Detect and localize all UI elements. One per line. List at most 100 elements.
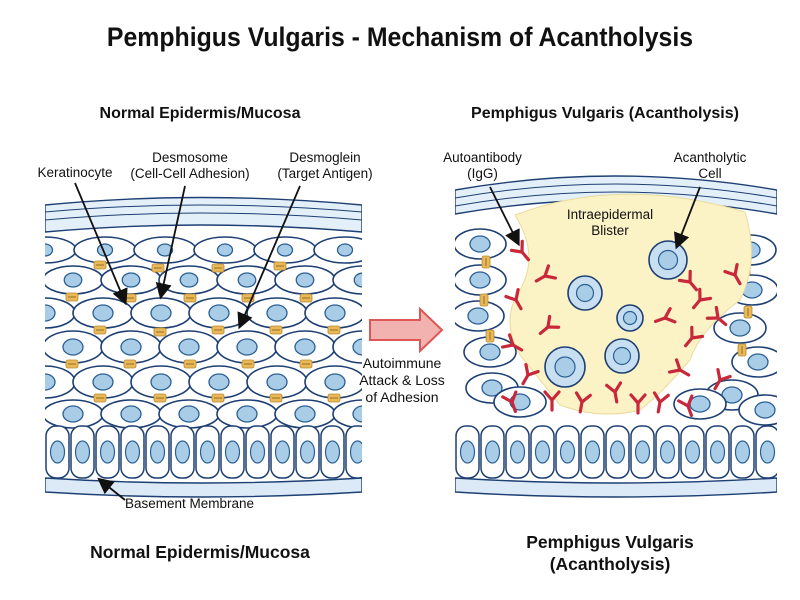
antibody-icon (509, 239, 531, 262)
keratinocyte-cell (45, 330, 104, 364)
basal-cell (45, 425, 70, 479)
basal-cell (655, 425, 680, 479)
desmosome (481, 255, 491, 269)
basal-cell (270, 425, 295, 479)
desmosome (269, 393, 283, 403)
desmosome (299, 359, 313, 369)
right-footer-line1: Pemphigus Vulgaris (526, 532, 694, 552)
keratinocyte-cell (246, 297, 308, 329)
basal-cell (455, 425, 480, 479)
keratinocyte-cell (73, 236, 137, 264)
right-footer-line2: (Acantholysis) (549, 554, 671, 574)
desmosome (183, 359, 197, 369)
desmosome-label-line2: (Cell-Cell Adhesion) (130, 166, 250, 181)
desmosome (327, 393, 341, 403)
antibody-icon (705, 305, 728, 327)
basal-cell (145, 425, 170, 479)
keratinocyte-cell (274, 399, 336, 429)
basal-cell (195, 425, 220, 479)
antibody-icon (629, 393, 647, 415)
basal-cell (220, 425, 245, 479)
desmosome-label-line1: Desmosome (152, 150, 228, 165)
keratinocyte-cell (455, 264, 507, 296)
keratinocyte-cell (133, 236, 197, 264)
acantholytic-cell (544, 346, 586, 388)
desmosome (153, 393, 167, 403)
desmosome (327, 325, 341, 335)
keratinocyte-cell (193, 236, 257, 264)
desmosome (211, 263, 225, 273)
desmosome (273, 261, 287, 271)
keratinocyte-cell (100, 330, 162, 364)
keratinocyte-cell (100, 265, 162, 295)
desmosome (743, 305, 753, 319)
basal-cell (555, 425, 580, 479)
desmosome (299, 293, 313, 303)
keratinocyte-cell (158, 265, 220, 295)
basal-cell (295, 425, 320, 479)
autoantibody-label-line2: (IgG) (467, 166, 498, 181)
desmosome (93, 260, 107, 270)
keratinocyte-cell (332, 265, 362, 295)
keratinocyte-cell (216, 330, 278, 364)
keratinocyte-cell (216, 265, 278, 295)
antibody-icon (605, 381, 623, 404)
antibody-icon (543, 390, 561, 412)
antibody-icon (574, 391, 592, 414)
acantholytic-label-line2: Cell (698, 166, 722, 181)
antibody-icon (534, 264, 558, 283)
antibody-icon (667, 358, 691, 377)
keratinocyte-cell (274, 330, 336, 364)
antibody-icon (500, 333, 524, 352)
basal-cell (580, 425, 605, 479)
acantholytic-label-line1: Acantholytic (673, 150, 747, 165)
antibody-icon (654, 307, 677, 324)
basement-membrane-label: Basement Membrane (125, 496, 255, 511)
antibody-icon (521, 362, 540, 386)
autoantibody-label-line1: Autoantibody (443, 150, 522, 165)
keratinocyte-cell (45, 265, 104, 295)
callout-lines-right (489, 186, 701, 250)
acantholytic-cell (604, 338, 640, 374)
page-title: Pemphigus Vulgaris - Mechanism of Acanth… (106, 22, 694, 52)
basal-cell (120, 425, 145, 479)
basal-cell (345, 425, 362, 479)
keratinocyte-cell (188, 297, 250, 329)
arrow-label: Autoimmune Attack & Loss of Adhesion (350, 355, 454, 406)
desmoglein-label-line1: Desmoglein (289, 150, 361, 165)
desmosome (123, 359, 137, 369)
antibody-icon (683, 325, 705, 348)
desmoglein-label-line2: (Target Antigen) (277, 166, 373, 181)
basal-cell (245, 425, 270, 479)
keratinocyte-cell (158, 330, 220, 364)
keratinocyte-cell (304, 297, 362, 329)
keratinocyte-cell (713, 312, 767, 344)
antibody-icon (504, 287, 523, 311)
keratinocyte-cell (738, 394, 777, 426)
desmosome (65, 292, 79, 302)
keratinocyte-cell (253, 236, 317, 264)
basal-cell (630, 425, 655, 479)
basal-cell (505, 425, 530, 479)
keratinocyte-cell (673, 388, 727, 420)
right-panel-footer: Pemphigus Vulgaris (Acantholysis) (455, 531, 765, 575)
acantholytic-cell-label: Acantholytic Cell (660, 150, 760, 182)
desmosome (737, 343, 747, 357)
antibody-icon (691, 287, 713, 310)
keratinocyte-cell (130, 365, 192, 399)
acantholytic-cell (567, 275, 603, 311)
autoantibody-label: Autoantibody (IgG) (430, 150, 535, 182)
callout-lines-left (74, 182, 301, 501)
basal-cell (705, 425, 730, 479)
antibody-icon (538, 314, 561, 336)
basal-cell (755, 425, 777, 479)
antibody-icon (677, 394, 694, 417)
desmosome (479, 293, 489, 307)
keratinocyte-cell (246, 365, 308, 399)
desmosome (211, 393, 225, 403)
acantholytic-cell (648, 240, 688, 280)
antibody-icon (501, 390, 518, 413)
right-arrow-icon (369, 306, 444, 354)
keratinocyte-cell (158, 399, 220, 429)
